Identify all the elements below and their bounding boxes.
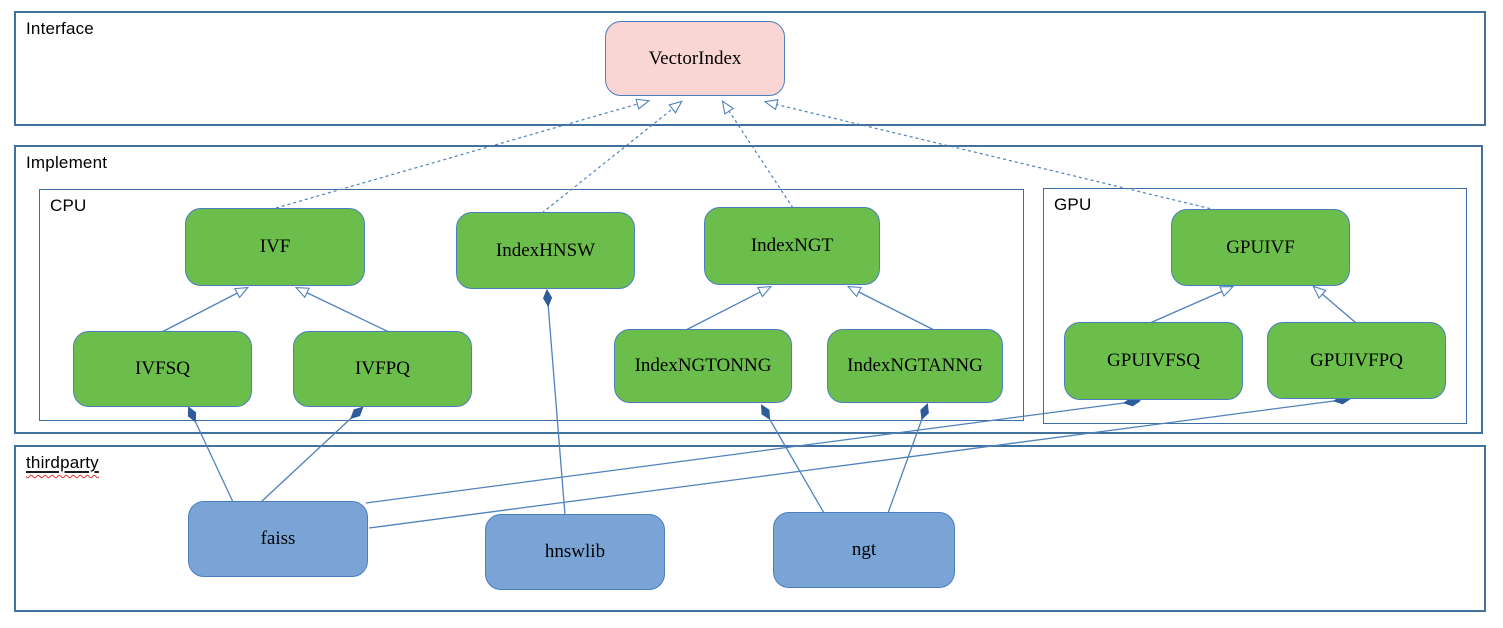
node-indexngtonng-label: IndexNGTONNG — [634, 355, 772, 376]
edge-realization-indexngt-vectorindex[interactable] — [723, 102, 794, 209]
edge-comp-ngt-indexngtanng[interactable] — [887, 405, 927, 514]
group-gpu-label: GPU — [1054, 195, 1092, 214]
node-vectorindex[interactable]: VectorIndex — [605, 21, 785, 96]
edge-realization-gpuivf-vectorindex[interactable] — [766, 102, 1217, 211]
node-vectorindex-label: VectorIndex — [648, 47, 742, 69]
node-ngt[interactable]: ngt — [773, 512, 955, 588]
node-faiss[interactable]: faiss — [188, 501, 368, 577]
edge-inherit-indexngtonng-indexngt[interactable] — [683, 287, 770, 332]
edge-comp-hnswlib-indexhnsw[interactable] — [547, 291, 566, 516]
node-indexhnsw[interactable]: IndexHNSW — [456, 212, 635, 289]
node-ivfpq[interactable]: IVFPQ — [293, 331, 472, 407]
spellcheck-wavy-underline: thirdparty — [26, 453, 99, 472]
edge-inherit-ivfpq-ivf[interactable] — [297, 288, 392, 334]
edge-inherit-ivfsq-ivf[interactable] — [159, 288, 247, 334]
node-ivf[interactable]: IVF — [185, 208, 365, 286]
node-indexngt[interactable]: IndexNGT — [704, 207, 880, 285]
edge-inherit-gpuivfpq-gpuivf[interactable] — [1314, 287, 1357, 324]
node-indexngtonng[interactable]: IndexNGTONNG — [614, 329, 792, 403]
edge-inherit-indexngtanng-indexngt[interactable] — [849, 287, 937, 332]
node-gpuivfpq[interactable]: GPUIVFPQ — [1267, 322, 1446, 399]
group-interface[interactable]: Interface — [14, 11, 1486, 126]
edge-comp-ngt-indexngtonng[interactable] — [762, 406, 825, 514]
node-gpuivfsq[interactable]: GPUIVFSQ — [1064, 322, 1243, 400]
node-ivfsq-label: IVFSQ — [135, 358, 190, 379]
node-indexngt-label: IndexNGT — [750, 235, 834, 256]
node-ivfpq-label: IVFPQ — [355, 358, 410, 379]
node-indexngtanng[interactable]: IndexNGTANNG — [827, 329, 1003, 403]
edge-realization-indexhnsw-vectorindex[interactable] — [541, 102, 681, 214]
node-indexhnsw-label: IndexHNSW — [495, 239, 596, 261]
group-implement-label: Implement — [26, 153, 108, 172]
group-thirdparty[interactable]: thirdparty — [14, 445, 1486, 612]
node-gpuivfsq-label: GPUIVFSQ — [1107, 350, 1200, 371]
edge-comp-faiss-gpuivfsq[interactable] — [365, 401, 1139, 504]
node-gpuivfpq-label: GPUIVFPQ — [1310, 349, 1403, 371]
node-faiss-label: faiss — [260, 528, 296, 549]
group-cpu[interactable]: CPU — [39, 189, 1024, 421]
node-hnswlib-label: hnswlib — [544, 541, 606, 562]
node-gpuivf-label: GPUIVF — [1226, 236, 1295, 258]
group-implement[interactable]: Implement — [14, 145, 1483, 434]
node-hnswlib[interactable]: hnswlib — [485, 514, 665, 590]
node-ivfsq[interactable]: IVFSQ — [73, 331, 252, 407]
group-gpu[interactable]: GPU — [1043, 188, 1467, 424]
node-ngt-label: ngt — [851, 539, 877, 560]
edge-comp-faiss-ivfsq[interactable] — [189, 408, 234, 503]
group-thirdparty-label: thirdparty — [26, 453, 99, 473]
edge-inherit-gpuivfsq-gpuivf[interactable] — [1149, 287, 1232, 324]
node-indexngtanng-label: IndexNGTANNG — [847, 355, 983, 376]
node-ivf-label: IVF — [259, 236, 291, 257]
node-gpuivf[interactable]: GPUIVF — [1171, 209, 1350, 286]
edge-realization-ivf-vectorindex[interactable] — [275, 101, 648, 209]
edge-comp-faiss-ivfpq[interactable] — [260, 408, 362, 503]
group-interface-label: Interface — [26, 19, 94, 38]
edge-comp-faiss-gpuivfpq[interactable] — [368, 399, 1349, 529]
group-cpu-label: CPU — [50, 196, 87, 215]
